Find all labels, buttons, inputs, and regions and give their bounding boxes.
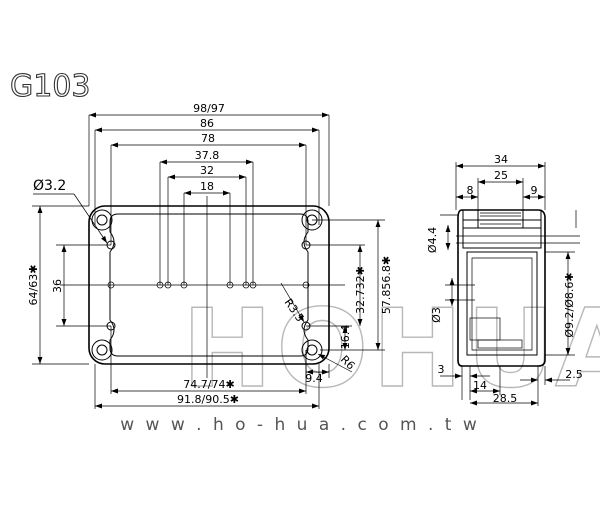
dim-86: 86 [200, 117, 214, 130]
dim-74-7-74: 74.7/74✱ [183, 378, 234, 391]
lid-recess [109, 213, 309, 357]
side-inner-cavity [466, 251, 538, 356]
dim-14: 14 [473, 379, 487, 392]
dim-4-4: Ø4.4 [426, 227, 439, 253]
dim-hole-dia: Ø3.2 [33, 178, 66, 194]
dim-78: 78 [201, 132, 215, 145]
dim-16-4: 16.4 [339, 325, 352, 350]
dim-3-dia: Ø3 [430, 307, 443, 323]
dim-91-8-90-5: 91.8/90.5✱ [177, 393, 239, 406]
dim-28-5: 28.5 [493, 392, 518, 405]
dim-64-63: 64/63✱ [27, 265, 40, 306]
front-view: 98/97 86 78 37.8 32 18 Ø3.2 64/63✱ 36 57… [27, 102, 393, 409]
dim-9-4: 9.4 [305, 372, 323, 385]
dim-34: 34 [494, 153, 508, 166]
dim-25: 25 [494, 169, 508, 182]
dim-9-2-8-6: Ø9.2/Ø8.6✱ [563, 272, 576, 337]
dim-9: 9 [531, 184, 538, 197]
dim-57-856-8: 57.856.8✱ [380, 256, 393, 314]
dim-2-5: 2.5 [565, 368, 583, 381]
dim-18: 18 [200, 180, 214, 193]
website-url: w w w . h o - h u a . c o m . t w [120, 415, 480, 435]
dim-36: 36 [51, 279, 64, 293]
model-code: G103 [10, 69, 91, 104]
dim-98-97: 98/97 [193, 102, 225, 115]
corner-hole [91, 339, 113, 361]
corner-hole [91, 209, 113, 231]
dim-3: 3 [438, 363, 445, 376]
dim-37-8: 37.8 [195, 149, 220, 162]
dim-32: 32 [200, 164, 214, 177]
side-view: 34 25 8 9 Ø4.4 Ø [426, 153, 583, 406]
dim-32-732: 32.732✱ [354, 266, 367, 314]
dim-8: 8 [467, 184, 474, 197]
